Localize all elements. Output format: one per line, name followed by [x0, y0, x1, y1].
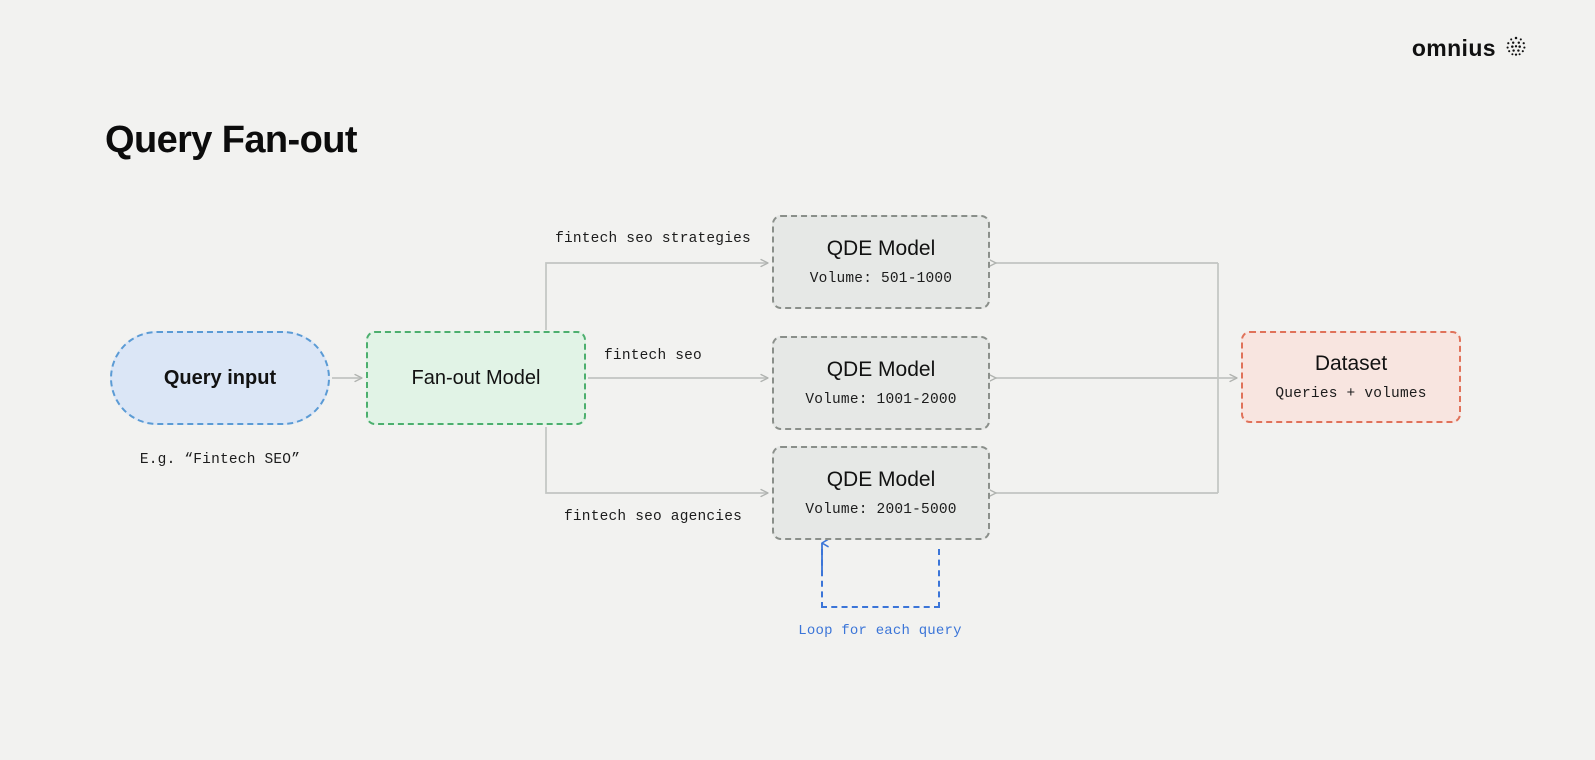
loop-label: Loop for each query [798, 623, 962, 639]
node-qde-model-3-title: QDE Model [826, 468, 936, 492]
node-fan-out-model-title: Fan-out Model [411, 366, 541, 389]
dotted-sphere-icon [1505, 35, 1527, 62]
edge-label-fintech-seo-strategies: fintech seo strategies [555, 231, 751, 247]
edge-fanout-to-qde-1 [545, 258, 769, 330]
node-dataset-title: Dataset [1314, 352, 1388, 376]
node-qde-model-3[interactable]: QDE Model Volume: 2001-5000 [772, 446, 990, 540]
node-qde-model-1-volume: Volume: 501-1000 [809, 270, 953, 287]
node-dataset-subtitle: Queries + volumes [1275, 385, 1427, 402]
edge-label-fintech-seo-agencies: fintech seo agencies [563, 509, 743, 525]
node-qde-model-3-volume: Volume: 2001-5000 [805, 501, 957, 518]
page-title: Query Fan-out [105, 119, 357, 162]
node-qde-model-2[interactable]: QDE Model Volume: 1001-2000 [772, 336, 990, 430]
node-fan-out-model[interactable]: Fan-out Model [366, 331, 586, 425]
node-qde-model-2-volume: Volume: 1001-2000 [805, 391, 957, 408]
node-dataset[interactable]: Dataset Queries + volumes [1241, 331, 1461, 423]
node-qde-model-1[interactable]: QDE Model Volume: 501-1000 [772, 215, 990, 309]
brand-logo: omnius [1412, 35, 1527, 62]
node-query-input[interactable]: Query input [110, 331, 330, 425]
node-qde-model-1-title: QDE Model [826, 237, 936, 261]
loop-region [821, 549, 940, 608]
edge-label-fintech-seo: fintech seo [604, 348, 702, 364]
brand-wordmark: omnius [1411, 35, 1496, 61]
node-query-input-title: Query input [163, 366, 277, 389]
edge-fanout-to-qde-3 [545, 427, 769, 498]
node-query-input-caption: E.g. “Fintech SEO” [139, 452, 301, 468]
node-qde-model-2-title: QDE Model [826, 358, 936, 382]
